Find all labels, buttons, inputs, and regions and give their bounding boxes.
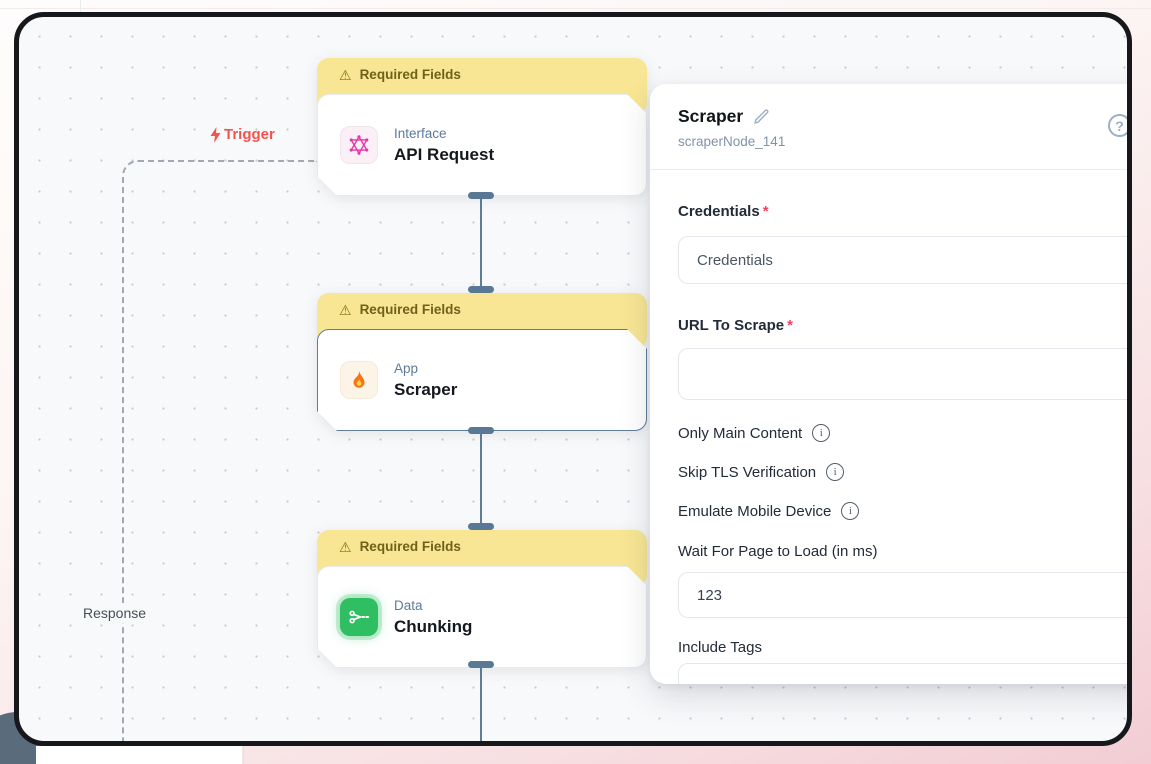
include-tags-label: Include Tags	[678, 639, 762, 656]
node-settings-panel: Scraper ? scraperNode_141 Credentials* C…	[650, 84, 1127, 684]
connector-line	[480, 665, 482, 741]
credentials-select[interactable]: Credentials	[678, 236, 1127, 284]
trigger-label-text: Trigger	[224, 126, 275, 143]
only-main-content-label: Only Main Content	[678, 424, 803, 442]
node-category: Data	[394, 597, 423, 613]
trigger-response-path	[122, 160, 318, 741]
response-label: Response	[79, 603, 151, 623]
node-id-text: scraperNode_141	[678, 134, 786, 149]
info-icon[interactable]: i	[812, 424, 831, 442]
background-grid-line	[80, 0, 81, 12]
lightning-bolt-icon	[210, 126, 221, 143]
node-title: Scraper	[394, 379, 458, 399]
url-to-scrape-input[interactable]	[678, 348, 1127, 400]
background-grid-line	[243, 746, 244, 764]
node-category: App	[394, 360, 419, 376]
connector-line	[480, 431, 482, 527]
required-asterisk: *	[762, 203, 769, 220]
connection-handle[interactable]	[468, 523, 494, 530]
node-title: API Request	[394, 144, 495, 164]
credentials-label: Credentials*	[678, 203, 769, 220]
node-scraper-body[interactable]: App Scraper	[317, 329, 647, 431]
background-grid-line	[0, 8, 1151, 9]
info-icon[interactable]: i	[826, 463, 845, 481]
divider	[650, 169, 1127, 170]
node-api-request[interactable]: ⚠ Required Fields Interface API Request	[317, 58, 647, 196]
connection-handle[interactable]	[468, 661, 494, 668]
node-title: Chunking	[394, 616, 473, 636]
edit-pencil-icon[interactable]	[752, 108, 770, 126]
node-api-request-body[interactable]: Interface API Request	[317, 94, 647, 196]
required-asterisk: *	[787, 317, 793, 334]
node-chunking[interactable]: ⚠ Required Fields Data Chunking	[317, 530, 647, 668]
connection-handle[interactable]	[468, 286, 494, 293]
trigger-label: Trigger	[209, 126, 275, 143]
skip-tls-verification-label: Skip TLS Verification	[678, 463, 817, 481]
connection-handle[interactable]	[468, 427, 494, 434]
wait-for-page-input[interactable]	[678, 572, 1127, 618]
emulate-mobile-device-label: Emulate Mobile Device	[678, 502, 832, 520]
panel-title: Scraper	[678, 106, 744, 126]
node-category: Interface	[394, 125, 447, 141]
required-fields-text: Required Fields	[359, 539, 461, 554]
required-fields-text: Required Fields	[359, 67, 461, 82]
node-scraper[interactable]: ⚠ Required Fields App Scraper	[317, 293, 647, 431]
info-icon[interactable]: i	[841, 502, 860, 520]
url-to-scrape-label: URL To Scrape*	[678, 317, 793, 334]
include-tags-input[interactable]	[678, 663, 1127, 684]
graphql-icon	[340, 126, 378, 164]
wait-for-page-label: Wait For Page to Load (in ms)	[678, 543, 878, 560]
node-chunking-body[interactable]: Data Chunking	[317, 566, 647, 668]
flame-icon	[340, 361, 378, 399]
help-icon[interactable]: ?	[1108, 114, 1127, 137]
workflow-canvas[interactable]: Trigger Response ⚠ Required Fields	[14, 12, 1132, 746]
connector-line	[480, 196, 482, 290]
connection-handle[interactable]	[468, 192, 494, 199]
warning-icon: ⚠	[339, 302, 352, 318]
background-decoration	[36, 746, 242, 764]
required-fields-text: Required Fields	[359, 302, 461, 317]
warning-icon: ⚠	[339, 67, 352, 83]
credentials-select-value: Credentials	[697, 251, 773, 269]
scissors-icon	[340, 598, 378, 636]
warning-icon: ⚠	[339, 539, 352, 555]
